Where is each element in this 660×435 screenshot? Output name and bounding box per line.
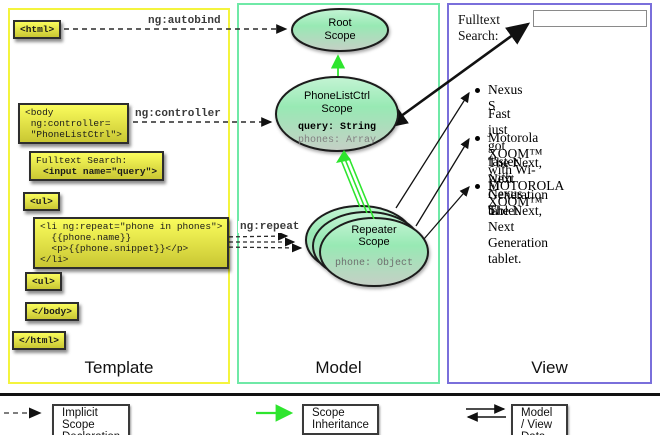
body-open-tag-box: <body ng:controller= "PhoneListCtrl"> [18,103,129,144]
phones-property: phones: Array [297,135,376,146]
ul-open-tag-box: <ul> [23,192,60,211]
fulltext-search-input[interactable] [533,10,647,27]
ng-controller-label: ng:controller [133,108,223,120]
fulltext-search-label: Fulltext Search: [458,12,501,43]
view-item-title: MOTOROLA XOOM™ [488,178,564,209]
view-item-desc: The Next, Next Generation tablet. [488,203,548,266]
legend-binding-arrows [466,404,506,422]
legend-scope-inheritance: Scope Inheritance [302,404,379,435]
body-close-tag-box: </body> [25,302,79,321]
legend-separator-line [0,393,660,396]
phonelistctrl-scope-title: PhoneListCtrl Scope [303,90,371,115]
li-repeat-code-box: <li ng:repeat="phone in phones"> {{phone… [33,217,230,269]
html-open-tag-box: <html> [13,20,62,39]
legend-model-view-data-binding: Model / View Data-binding [511,404,569,435]
ul-close-tag-box: <ul> [25,272,62,291]
view-item-title: Motorola XOOM™ with Wi-Fi [488,130,543,193]
template-panel-label: Template [84,358,154,377]
repeater-scope-title: Repeater Scope [351,224,397,248]
fulltext-template-box: Fulltext Search:<input name="query"> [29,151,165,181]
root-scope-title: Root Scope [324,17,356,42]
ng-autobind-label: ng:autobind [146,15,223,27]
fulltext-template-label: Fulltext Search: [36,155,128,166]
model-panel-label: Model [315,358,362,377]
bullet-icon [475,136,480,141]
view-panel-label: View [531,358,568,377]
bullet-icon [475,184,480,189]
phone-property: phone: Object [334,258,413,269]
legend-implicit-scope-declaration: Implicit Scope Declaration [52,404,131,435]
bullet-icon [475,88,480,93]
view-item-desc: The Next, Next Generation tablet. [488,155,548,218]
html-close-tag-box: </html> [12,331,66,350]
query-property: query: String [297,122,376,133]
ng-repeat-label: ng:repeat [238,221,302,233]
input-tag-code: <input name="query"> [43,166,158,177]
model-panel: Model [237,3,440,384]
